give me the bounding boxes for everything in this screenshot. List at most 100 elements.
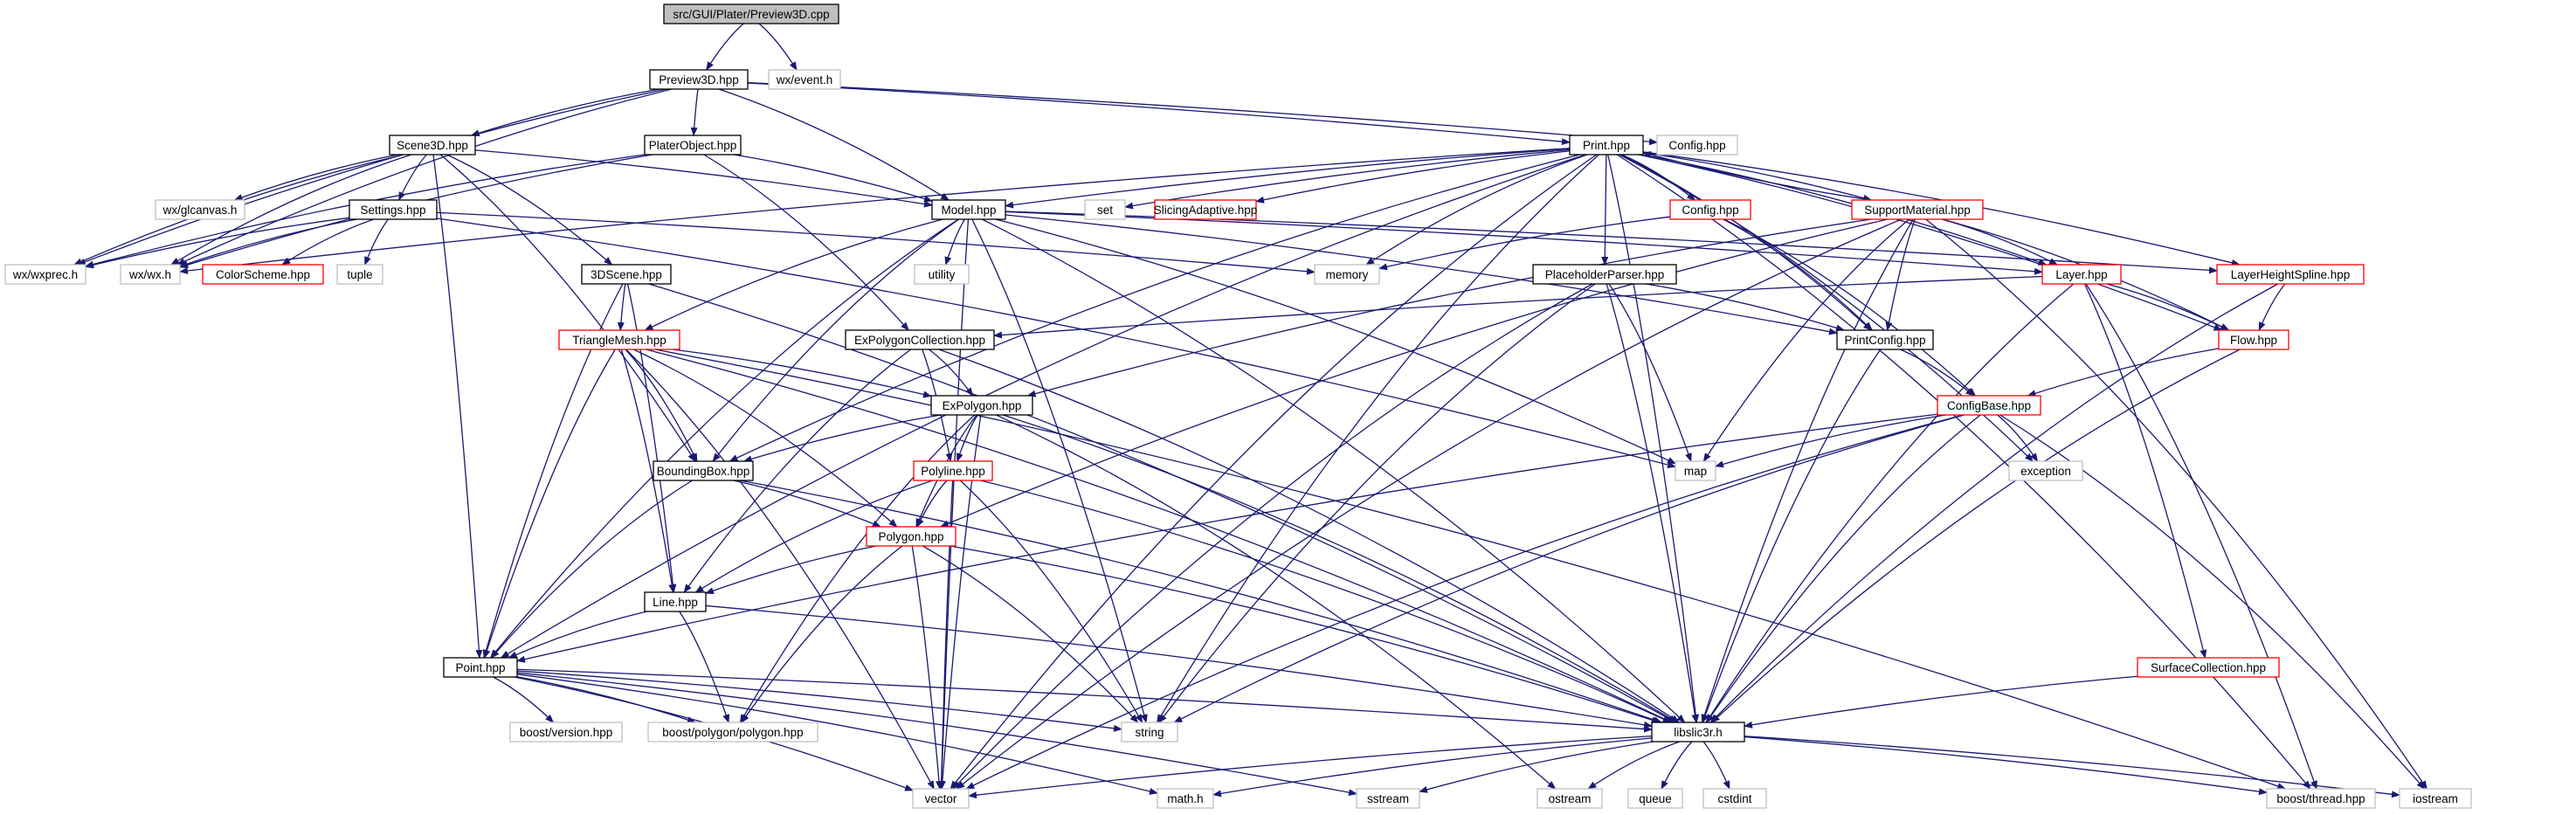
node-label-preview3d: Preview3D.hpp	[659, 73, 739, 86]
node-polyline[interactable]: Polyline.hpp	[913, 460, 993, 481]
node-box-tuple	[336, 264, 383, 285]
node-colorscheme[interactable]: ColorScheme.hpp	[202, 264, 324, 285]
edge-print-to-boundingbox	[729, 154, 1580, 462]
edge-model-to-layer	[1005, 211, 2043, 275]
node-placeholderparser[interactable]: PlaceholderParser.hpp	[1532, 264, 1677, 285]
node-print[interactable]: Print.hpp	[1569, 135, 1644, 155]
node-label-wxwxprec: wx/wxprec.h	[12, 268, 78, 281]
edge-printconfig-to-configbase	[1900, 349, 1975, 397]
edge-placeholderparser-to-libslic3r	[1606, 283, 1699, 723]
node-string: string	[1121, 722, 1178, 742]
node-flow[interactable]: Flow.hpp	[2218, 329, 2289, 350]
edge-libslic3r-to-sstream	[1419, 741, 1654, 793]
node-box-wxglcanvas	[155, 199, 245, 220]
edge-line-to-boostpolygon	[679, 611, 730, 723]
edge-print-to-flow	[1638, 154, 2223, 331]
node-layer[interactable]: Layer.hpp	[2041, 264, 2122, 285]
node-map: map	[1675, 460, 1716, 481]
edge-polygon-to-line	[705, 545, 877, 594]
edge-configbase-to-exception	[1997, 414, 2039, 462]
node-utility: utility	[914, 264, 970, 285]
edge-trianglemesh-to-libslic3r	[646, 349, 1673, 723]
node-scene3dhpp[interactable]: 3DScene.hpp	[581, 264, 672, 285]
node-iostream: iostream	[2399, 788, 2472, 809]
node-point[interactable]: Point.hpp	[443, 657, 518, 678]
node-layerheightspline[interactable]: LayerHeightSpline.hpp	[2216, 264, 2365, 285]
node-polygon[interactable]: Polygon.hpp	[866, 526, 957, 547]
edge-trianglemesh-to-vector	[625, 349, 935, 790]
edge-model-to-trianglemesh	[644, 218, 943, 331]
edge-libslic3r-to-mathh	[1212, 737, 1653, 798]
edge-print-to-supportmaterial	[1642, 152, 1873, 202]
node-wxevent: wx/event.h	[768, 69, 841, 90]
node-model[interactable]: Model.hpp	[931, 199, 1006, 220]
node-label-trianglemesh: TriangleMesh.hpp	[572, 334, 666, 347]
node-line[interactable]: Line.hpp	[644, 591, 707, 612]
node-label-layerheightspline: LayerHeightSpline.hpp	[2231, 268, 2351, 281]
node-trianglemesh[interactable]: TriangleMesh.hpp	[558, 329, 680, 350]
edge-polyline-to-string	[959, 480, 1143, 723]
node-libslic3r[interactable]: libslic3r.h	[1651, 722, 1745, 742]
edge-point-to-sstream	[516, 672, 1357, 797]
edge-polygon-to-vector	[911, 545, 943, 790]
edge-model-to-libslic3r	[982, 218, 1686, 723]
node-config[interactable]: Config.hpp	[1669, 199, 1751, 220]
edge-config-to-memory	[1378, 216, 1671, 271]
node-expolygoncollection[interactable]: ExPolygonCollection.hpp	[845, 329, 995, 350]
node-label-model: Model.hpp	[941, 204, 996, 217]
edge-supportmaterial-to-iostream	[1925, 218, 2428, 790]
edge-preview3d-to-wxwx	[176, 88, 673, 266]
node-box-layerheightspline	[2216, 264, 2365, 285]
node-layer: src/GUI/Plater/Preview3D.cppPreview3D.hp…	[4, 3, 2472, 809]
node-scene3d[interactable]: Scene3D.hpp	[389, 135, 476, 155]
node-supportmaterial[interactable]: SupportMaterial.hpp	[1851, 199, 1984, 220]
node-box-printconfig	[1836, 329, 1934, 350]
edge-expolygoncollection-to-line	[683, 349, 912, 593]
edge-settings-to-memory	[436, 211, 1316, 275]
edge-scene3d-to-wxglcanvas	[233, 154, 398, 201]
node-label-colorscheme: ColorScheme.hpp	[216, 268, 310, 281]
node-box-layer	[2041, 264, 2122, 285]
node-slicingadaptive[interactable]: SlicingAdaptive.hpp	[1154, 199, 1258, 220]
edge-model-to-map	[995, 218, 1676, 465]
node-preview3d[interactable]: Preview3D.hpp	[649, 69, 749, 90]
edge-platerobject-to-expolygoncollection	[703, 154, 909, 331]
node-box-root	[663, 3, 839, 24]
node-expolygon[interactable]: ExPolygon.hpp	[930, 395, 1033, 416]
node-configbase[interactable]: ConfigBase.hpp	[1937, 395, 2041, 416]
node-label-exception: exception	[2020, 465, 2071, 478]
edge-platerobject-to-model	[733, 154, 933, 203]
edge-supportmaterial-to-print	[1642, 151, 1872, 201]
edge-point-to-boostversion	[493, 676, 555, 723]
node-label-placeholderparser: PlaceholderParser.hpp	[1545, 268, 1665, 281]
node-settings[interactable]: Settings.hpp	[349, 199, 438, 220]
node-root[interactable]: src/GUI/Plater/Preview3D.cpp	[663, 3, 839, 24]
node-label-tuple: tuple	[347, 268, 372, 281]
node-box-polyline	[913, 460, 993, 481]
edge-preview3d-to-wxwxprec	[76, 88, 667, 266]
node-box-boostversion	[509, 722, 623, 742]
node-box-boostthread	[2266, 788, 2376, 809]
edge-polyline-to-polygon	[916, 480, 948, 528]
node-box-confighpp_top	[1656, 135, 1738, 155]
node-box-surfacecollection	[2137, 657, 2280, 678]
node-surfacecollection[interactable]: SurfaceCollection.hpp	[2137, 657, 2280, 678]
edge-point-to-libslic3r	[516, 668, 1653, 733]
node-box-settings	[349, 199, 438, 220]
edge-configbase-to-map	[1715, 414, 1946, 468]
node-box-flow	[2218, 329, 2289, 350]
node-label-cstdint: cstdint	[1717, 792, 1751, 805]
edge-print-to-layer	[1641, 154, 2048, 266]
node-label-flow: Flow.hpp	[2230, 334, 2277, 347]
edge-surfacecollection-to-libslic3r	[1744, 675, 2138, 729]
node-mathh: math.h	[1157, 788, 1214, 809]
node-boostpolygon: boost/polygon/polygon.hpp	[647, 722, 818, 742]
edge-placeholderparser-to-vector	[952, 283, 1593, 790]
node-platerobject[interactable]: PlaterObject.hpp	[644, 135, 742, 155]
edge-libslic3r-to-iostream	[1744, 736, 2400, 798]
node-label-scene3d: Scene3D.hpp	[397, 139, 468, 152]
edge-supportmaterial-to-map	[1702, 218, 1910, 462]
edge-configbase-to-string	[1173, 414, 1965, 723]
node-printconfig[interactable]: PrintConfig.hpp	[1836, 329, 1934, 350]
node-boundingbox[interactable]: BoundingBox.hpp	[653, 460, 754, 481]
